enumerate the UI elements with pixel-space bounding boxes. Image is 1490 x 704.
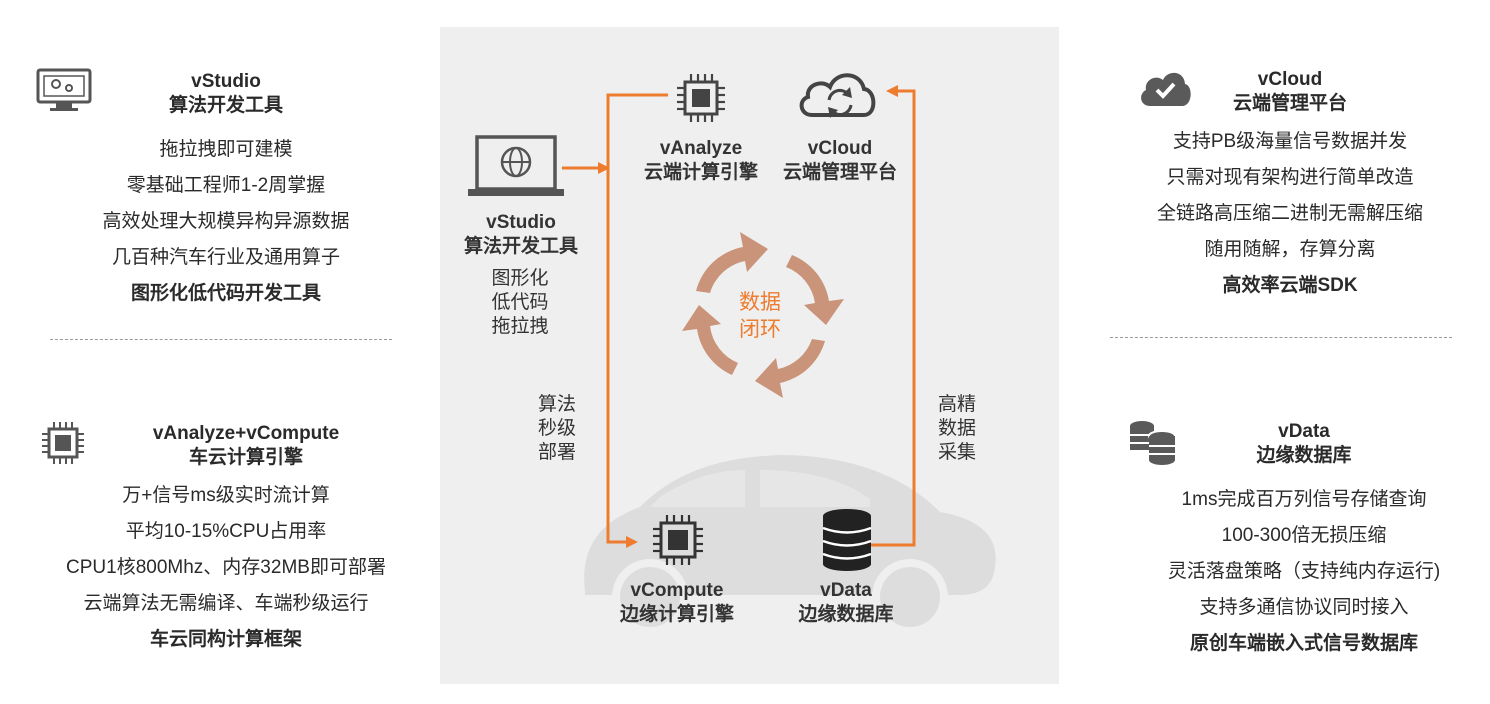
feature-item: 几百种汽车行业及通用算子 xyxy=(111,247,340,268)
panel-title: vAnalyze+vCompute xyxy=(152,423,340,444)
vstudio-feature-list: 图形化 低代码 拖拉拽 xyxy=(440,267,600,339)
panel-subtitle: 边缘数据库 xyxy=(1256,445,1352,466)
flow-text: 采集 xyxy=(937,442,976,463)
vdata-feature-panel: vData 边缘数据库 1ms完成百万列信号存储查询 100-300倍无损压缩 … xyxy=(1114,418,1490,662)
panel-title: vCloud xyxy=(1257,69,1323,90)
feature-item: 支持PB级海量信号数据并发 xyxy=(1172,131,1408,152)
node-subtitle: 云端管理平台 xyxy=(782,162,897,183)
feature-item: 高效处理大规模异构异源数据 xyxy=(102,211,350,232)
section-divider xyxy=(1110,337,1452,338)
vcloud-feature-panel: vCloud 云端管理平台 支持PB级海量信号数据并发 只需对现有架构进行简单改… xyxy=(1100,66,1480,304)
feature-item: 只需对现有架构进行简单改造 xyxy=(1166,167,1414,188)
vcloud-node-label: vCloud 云端管理平台 xyxy=(774,137,906,185)
feature-item: 云端算法无需编译、车端秒级运行 xyxy=(83,593,369,614)
flow-text: 数据 xyxy=(937,418,976,439)
laptop-globe-icon xyxy=(468,135,564,196)
node-title: vAnalyze xyxy=(659,138,743,159)
feature-list: 拖拉拽即可建模 零基础工程师1-2周掌握 高效处理大规模异构异源数据 几百种汽车… xyxy=(36,132,416,312)
loop-text: 数据 xyxy=(739,291,781,314)
feature-list: 1ms完成百万列信号存储查询 100-300倍无损压缩 灵活落盘策略（支持纯内存… xyxy=(1114,482,1490,662)
panel-subtitle: 算法开发工具 xyxy=(168,95,283,116)
feature-item: 全链路高压缩二进制无需解压缩 xyxy=(1156,203,1423,224)
feature-item: 1ms完成百万列信号存储查询 xyxy=(1181,489,1427,510)
monitor-gear-icon xyxy=(36,68,92,111)
panel-subtitle: 车云计算引擎 xyxy=(188,447,303,468)
vanalyze-vcompute-feature-panel: vAnalyze+vCompute 车云计算引擎 万+信号ms级实时流计算 平均… xyxy=(36,420,416,658)
feature-highlight: 车云同构计算框架 xyxy=(149,629,302,650)
cloud-sync-icon xyxy=(799,73,876,118)
node-subtitle: 云端计算引擎 xyxy=(643,162,758,183)
diagram-canvas xyxy=(468,73,996,635)
feature-item: 万+信号ms级实时流计算 xyxy=(122,485,330,506)
node-subtitle: 边缘数据库 xyxy=(798,604,894,625)
flow-arrowheads xyxy=(598,85,898,548)
feature-list: 支持PB级海量信号数据并发 只需对现有架构进行简单改造 全链路高压缩二进制无需解… xyxy=(1100,124,1480,304)
node-title: vStudio xyxy=(486,212,556,233)
feature-item: 拖拉拽即可建模 xyxy=(159,139,293,160)
node-title: vCloud xyxy=(807,138,873,159)
node-subtitle: 边缘计算引擎 xyxy=(619,604,734,625)
flow-text: 算法 xyxy=(537,394,576,415)
flow-text: 部署 xyxy=(537,442,576,463)
flow-text: 高精 xyxy=(937,394,976,415)
panel-title: vData xyxy=(1278,421,1330,442)
data-loop-label: 数据 闭环 xyxy=(730,289,790,343)
vanalyze-node-label: vAnalyze 云端计算引擎 xyxy=(635,137,767,185)
architecture-diagram: vStudio 算法开发工具 图形化 低代码 拖拉拽 vAnalyze 云端计算… xyxy=(440,27,1059,684)
feature-item: 支持多通信协议同时接入 xyxy=(1199,597,1409,618)
feature-item: 灵活落盘策略（支持纯内存运行) xyxy=(1167,561,1441,582)
panel-header: vAnalyze+vCompute 车云计算引擎 xyxy=(36,420,416,484)
feature-item: 零基础工程师1-2周掌握 xyxy=(126,175,326,196)
panel-header: vData 边缘数据库 xyxy=(1114,418,1490,482)
collect-flow-label: 高精 数据 采集 xyxy=(927,393,987,465)
chip-icon xyxy=(653,515,703,565)
vstudio-feature-panel: vStudio 算法开发工具 拖拉拽即可建模 零基础工程师1-2周掌握 高效处理… xyxy=(36,68,416,312)
database-icon xyxy=(1130,421,1176,465)
node-title: vData xyxy=(820,580,872,601)
feature-item: 平均10-15%CPU占用率 xyxy=(125,521,327,542)
feature-item: 100-300倍无损压缩 xyxy=(1221,525,1387,546)
feature-highlight: 原创车端嵌入式信号数据库 xyxy=(1189,633,1418,654)
panel-subtitle: 云端管理平台 xyxy=(1232,93,1347,114)
feature-item: 图形化 xyxy=(491,268,549,289)
feature-item: CPU1核800Mhz、内存32MB即可部署 xyxy=(66,557,386,578)
feature-item: 低代码 xyxy=(491,292,549,313)
vstudio-node-label: vStudio 算法开发工具 xyxy=(440,211,602,259)
section-divider xyxy=(50,339,392,340)
flow-text: 秒级 xyxy=(537,418,576,439)
feature-item: 随用随解，存算分离 xyxy=(1204,239,1376,260)
chip-icon xyxy=(677,74,725,122)
chip-icon xyxy=(42,422,84,464)
panel-header: vCloud 云端管理平台 xyxy=(1100,66,1480,130)
car-silhouette-icon xyxy=(584,455,996,635)
deploy-flow-label: 算法 秒级 部署 xyxy=(527,393,587,465)
vcompute-node-label: vCompute 边缘计算引擎 xyxy=(610,579,744,627)
node-subtitle: 算法开发工具 xyxy=(463,236,578,257)
panel-title: vStudio xyxy=(191,71,261,92)
database-icon xyxy=(822,509,872,571)
loop-text: 闭环 xyxy=(739,318,781,341)
flow-connectors xyxy=(562,89,916,547)
cloud-check-icon xyxy=(1141,72,1191,106)
feature-highlight: 图形化低代码开发工具 xyxy=(130,283,321,304)
feature-highlight: 高效率云端SDK xyxy=(1222,275,1358,296)
feature-item: 拖拉拽 xyxy=(491,316,549,337)
vdata-node-label: vData 边缘数据库 xyxy=(782,579,910,627)
cycle-arrows-icon xyxy=(682,232,844,398)
feature-list: 万+信号ms级实时流计算 平均10-15%CPU占用率 CPU1核800Mhz、… xyxy=(36,478,416,658)
node-title: vCompute xyxy=(630,580,724,601)
panel-header: vStudio 算法开发工具 xyxy=(36,68,416,132)
